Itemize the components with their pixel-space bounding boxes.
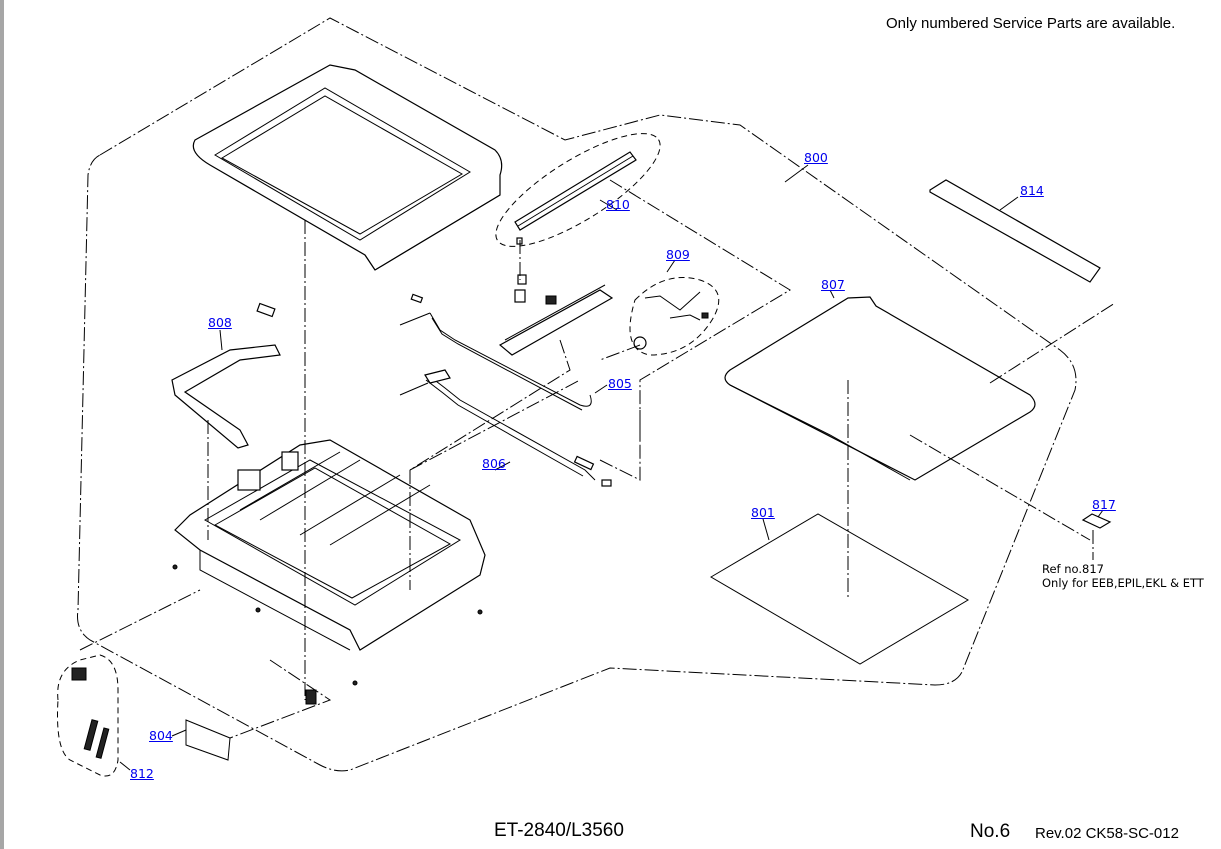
service-parts-notice: Only numbered Service Parts are availabl… bbox=[886, 15, 1176, 32]
page-number: No.6 bbox=[970, 821, 1011, 842]
model-name: ET-2840/L3560 bbox=[494, 820, 624, 841]
scanner-base-housing bbox=[172, 439, 486, 686]
callout-804[interactable]: 804 bbox=[149, 728, 173, 743]
callout-807[interactable]: 807 bbox=[821, 277, 845, 292]
callout-817[interactable]: 817 bbox=[1092, 497, 1116, 512]
callout-800[interactable]: 800 bbox=[804, 150, 828, 165]
ref-note-line1: Ref no.817 bbox=[1042, 562, 1104, 576]
callout-806[interactable]: 806 bbox=[482, 456, 506, 471]
callout-809[interactable]: 809 bbox=[666, 247, 690, 262]
rail-enclosure-810 bbox=[495, 133, 661, 247]
document-cover-807 bbox=[724, 296, 1036, 481]
page-left-edge bbox=[0, 0, 4, 849]
callout-805[interactable]: 805 bbox=[608, 376, 632, 391]
callout-801[interactable]: 801 bbox=[751, 505, 775, 520]
scanner-motor-809 bbox=[633, 291, 709, 350]
callout-814[interactable]: 814 bbox=[1020, 183, 1044, 198]
cover-strip-814 bbox=[929, 179, 1101, 283]
document-mat-801 bbox=[710, 513, 969, 665]
callout-808[interactable]: 808 bbox=[208, 315, 232, 330]
carriage-assembly bbox=[498, 274, 614, 356]
assembly-boundary-800 bbox=[77, 17, 1077, 772]
hinge-enclosure-812 bbox=[57, 654, 119, 777]
callout-812[interactable]: 812 bbox=[130, 766, 154, 781]
ref-note-line2: Only for EEB,EPIL,EKL & ETT bbox=[1042, 576, 1204, 590]
pad-817 bbox=[1081, 513, 1112, 529]
cable-holder-808 bbox=[171, 302, 281, 449]
revision-code: Rev.02 CK58-SC-012 bbox=[1035, 825, 1179, 842]
label-sheet-804 bbox=[185, 719, 231, 761]
flat-cable-805 bbox=[399, 293, 592, 411]
callout-810[interactable]: 810 bbox=[606, 197, 630, 212]
scanner-frame-top bbox=[192, 64, 503, 271]
flat-cable-806 bbox=[399, 369, 612, 487]
hinge-assembly-812 bbox=[71, 667, 317, 759]
